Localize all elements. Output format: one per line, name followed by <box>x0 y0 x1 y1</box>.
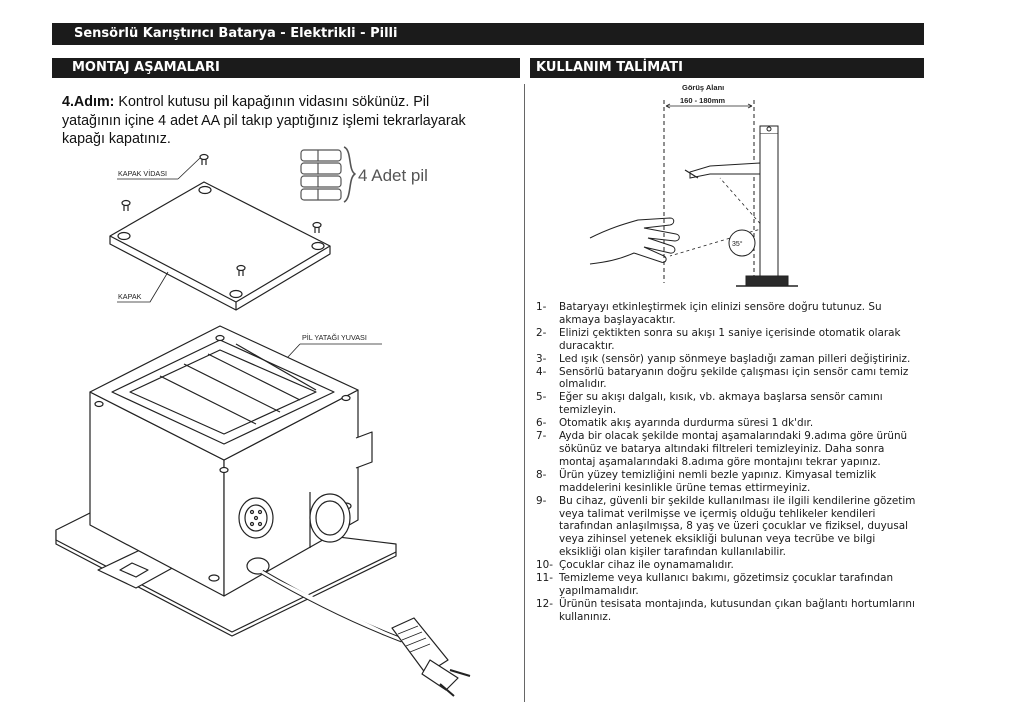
document-title: Sensörlü Karıştırıcı Batarya - Elektrikl… <box>52 23 924 45</box>
instruction-item: 9-Bu cihaz, güvenli bir şekilde kullanıl… <box>536 494 916 559</box>
instruction-item: 11-Temizleme veya kullanıcı bakımı, göze… <box>536 572 894 597</box>
label-battery-count: 4 Adet pil <box>358 166 428 185</box>
section-title-usage: KULLANIM TALİMATI <box>530 58 924 78</box>
instruction-item: 5-Eğer su akışı dalgalı, kısık, vb. akma… <box>536 391 883 417</box>
instruction-item: 2-Elinizi çektikten sonra su akışı 1 san… <box>536 326 901 352</box>
instruction-item: 1-Bataryayı etkinleştirmek için elinizi … <box>536 301 882 326</box>
connectors <box>238 431 373 575</box>
usage-diagram: Görüş Alanı 160 - 180mm 35° <box>589 83 798 287</box>
step-label: 4.Adım: <box>62 94 115 110</box>
usage-instructions: 1-Bataryayı etkinleştirmek için elinizi … <box>536 301 916 624</box>
power-cable <box>260 569 471 697</box>
instruction-item: 8-Ürün yüzey temizliğini nemli bezle yap… <box>536 468 877 494</box>
cover-plate <box>109 181 331 311</box>
battery-stack <box>300 146 356 203</box>
sensor-angle-label: 35° <box>732 240 743 248</box>
column-divider <box>524 84 525 702</box>
instruction-item: 12-Ürünün tesisata montajında, kutusunda… <box>536 597 915 623</box>
label-cover-screw: KAPAK VİDASI <box>118 169 167 178</box>
instruction-item: 3-Led ışık (sensör) yanıp sönmeye başlad… <box>536 352 911 365</box>
instruction-item: 6-Otomatik akış ayarında durdurma süresi… <box>536 417 814 430</box>
view-field-label: Görüş Alanı <box>682 83 724 92</box>
instruction-item: 7-Ayda bir olacak şekilde montaj aşamala… <box>536 430 908 468</box>
view-range-label: 160 - 180mm <box>680 96 725 105</box>
label-cover: KAPAK <box>118 292 142 301</box>
step-description: Kontrol kutusu pil kapağının vidasını sö… <box>62 94 466 147</box>
section-title-assembly: MONTAJ AŞAMALARI <box>52 58 520 78</box>
hand-icon <box>589 217 680 265</box>
faucet-icon <box>684 125 798 287</box>
label-battery-slot: PİL YATAĞI YUVASI <box>302 333 367 342</box>
instruction-item: 4-Sensörlü bataryanın doğru şekilde çalı… <box>536 365 909 391</box>
control-box <box>89 325 359 597</box>
step-4-text: 4.Adım: Kontrol kutusu pil kapağının vid… <box>62 93 482 149</box>
instruction-item: 10-Çocuklar cihaz ile oynamamalıdır. <box>536 559 734 572</box>
cover-screws <box>121 153 322 276</box>
assembly-illustration: KAPAK VİDASI KAPAK PİL YATAĞI YUVASI 4 A… <box>55 146 471 697</box>
